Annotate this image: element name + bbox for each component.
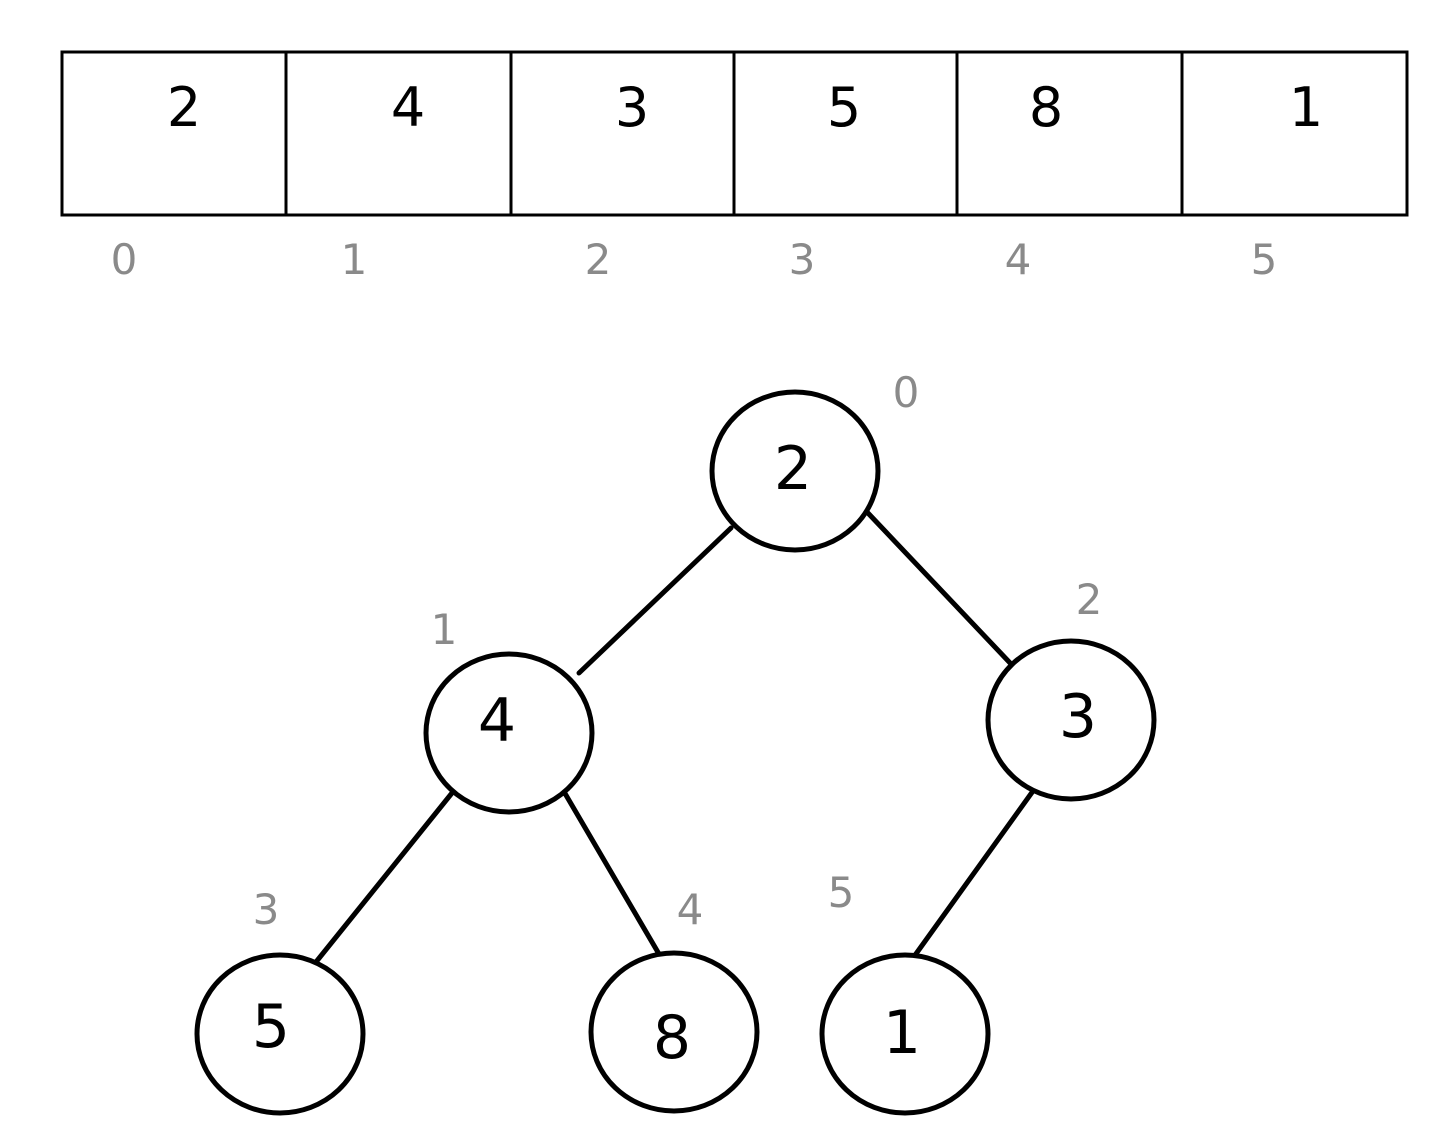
- array-cell-2: [509, 50, 736, 217]
- tree-node-index: 3: [253, 885, 280, 934]
- array-index-label: 4: [1005, 235, 1032, 284]
- array-row: 2 4 3 5 8 1 0 1 2 3 4 5: [60, 50, 1409, 284]
- tree-node-index: 5: [828, 868, 855, 917]
- array-cell-5: [1180, 50, 1409, 217]
- array-cell-value: 8: [1029, 76, 1063, 139]
- tree-node-value: 5: [252, 992, 290, 1062]
- tree-edge-1-4: [560, 787, 662, 957]
- array-cell-value: 3: [615, 76, 649, 139]
- array-cell-4: [955, 50, 1184, 217]
- tree-node-index: 0: [893, 368, 920, 417]
- tree-node-0: [709, 389, 881, 553]
- array-cell-value: 4: [391, 76, 425, 139]
- binary-tree: 2 4 3 5 8 1 0 1 2 3 4 5: [194, 368, 1157, 1116]
- tree-edge-1-3: [313, 785, 459, 965]
- tree-node-2: [985, 638, 1157, 802]
- tree-edge-0-2: [864, 509, 1015, 668]
- array-index-label: 2: [585, 235, 612, 284]
- array-index-label: 1: [341, 235, 368, 284]
- tree-node-value: 4: [478, 686, 516, 756]
- array-cell-value: 2: [167, 76, 201, 139]
- tree-node-1: [423, 651, 595, 815]
- tree-node-index: 1: [431, 605, 458, 654]
- tree-edge-0-1: [576, 525, 734, 676]
- tree-node-value: 8: [653, 1003, 691, 1073]
- tree-node-5: [819, 952, 991, 1116]
- array-index-label: 5: [1251, 235, 1278, 284]
- array-cell-0: [60, 50, 288, 217]
- tree-edge-2-5: [910, 781, 1041, 961]
- tree-node-index: 4: [677, 885, 704, 934]
- array-cell-1: [284, 50, 513, 217]
- tree-node-4: [588, 950, 760, 1114]
- tree-node-value: 2: [774, 434, 812, 504]
- array-cell-3: [732, 50, 959, 217]
- tree-node-value: 3: [1059, 682, 1097, 752]
- array-cell-value: 5: [827, 76, 861, 139]
- tree-node-index: 2: [1076, 575, 1103, 624]
- tree-node-3: [194, 952, 366, 1116]
- tree-node-value: 1: [883, 998, 921, 1068]
- array-index-label: 3: [789, 235, 816, 284]
- array-index-label: 0: [111, 235, 138, 284]
- array-cell-value: 1: [1289, 76, 1323, 139]
